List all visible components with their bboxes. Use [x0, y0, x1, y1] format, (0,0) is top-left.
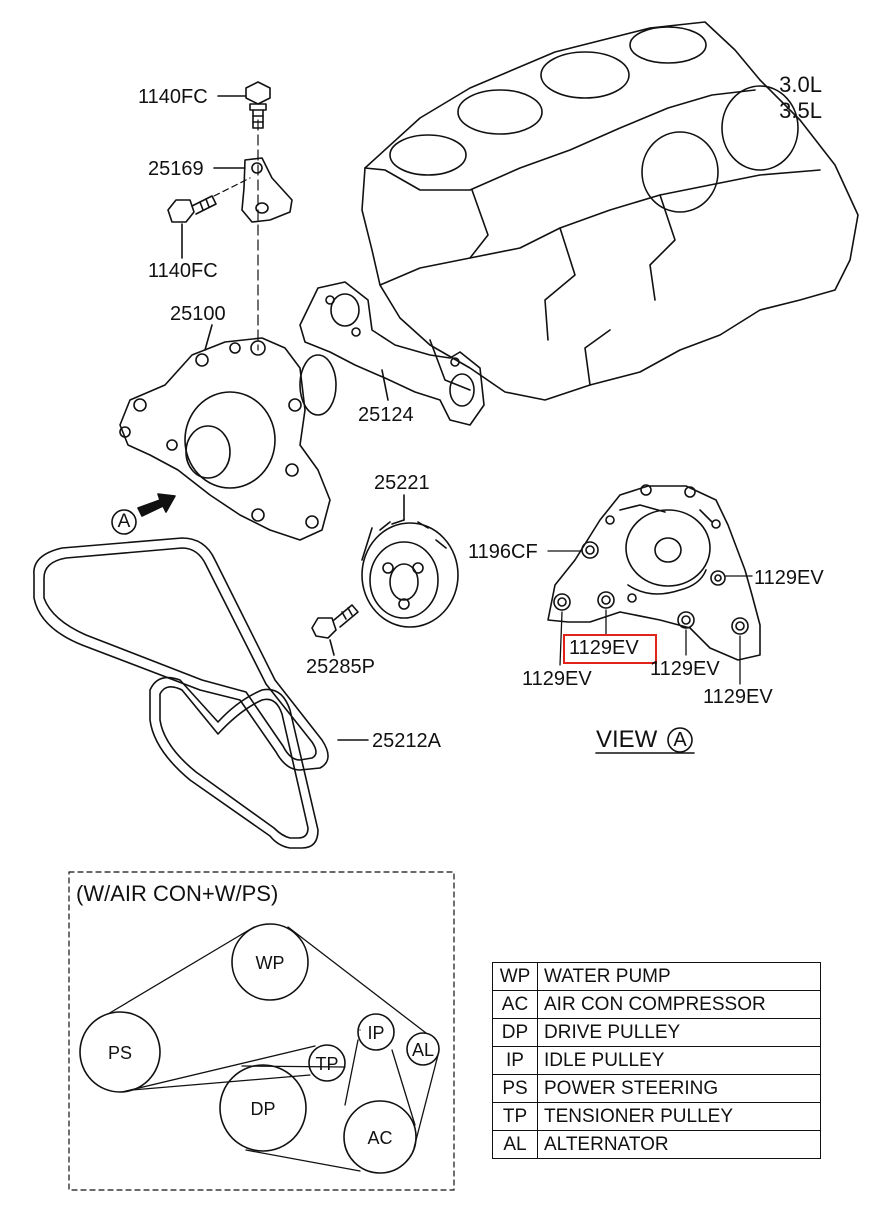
gasket-leader — [381, 369, 389, 401]
legend-row: IP IDLE PULLEY — [492, 1046, 821, 1075]
side-bolt — [167, 195, 217, 223]
part-label-gasket: 25124 — [358, 404, 414, 426]
part-label-water-pump: 25100 — [170, 303, 226, 325]
top-bolt — [245, 81, 271, 129]
view-a-label-right: 1129EV — [754, 567, 824, 589]
part-label-drive-belt: 25212A — [372, 730, 441, 752]
view-a-pump — [547, 484, 761, 661]
highlighted-part-box — [563, 634, 657, 664]
view-a-label-left-bottom: 1129EV — [522, 668, 592, 690]
pulley-legend-table: WP WATER PUMP AC AIR CON COMPRESSOR DP D… — [492, 962, 821, 1159]
pulley-label-al: AL — [411, 1040, 435, 1060]
water-pump-leader — [204, 324, 213, 351]
legend-abbr: WP — [492, 962, 538, 991]
legend-abbr: AL — [492, 1130, 538, 1159]
bracket — [241, 157, 293, 223]
view-a-title-text: VIEW — [596, 726, 658, 753]
view-a-label-plug: 1196CF — [468, 541, 538, 563]
belt-routing-path — [107, 926, 439, 1172]
legend-abbr: DP — [492, 1018, 538, 1047]
view-a-label-highlighted: 1129EV — [569, 637, 639, 659]
legend-abbr: TP — [492, 1102, 538, 1131]
legend-row: DP DRIVE PULLEY — [492, 1018, 821, 1047]
legend-row: PS POWER STEERING — [492, 1074, 821, 1103]
legend-desc: POWER STEERING — [537, 1074, 821, 1103]
legend-desc: DRIVE PULLEY — [537, 1018, 821, 1047]
pulley-label-ac: AC — [367, 1128, 393, 1148]
view-a-arrow-marker-circle — [111, 509, 137, 535]
legend-desc: IDLE PULLEY — [537, 1046, 821, 1075]
part-label-crank-pulley-bolt: 25285P — [306, 656, 375, 678]
view-a-marker: A — [673, 729, 687, 751]
legend-desc: WATER PUMP — [537, 962, 821, 991]
legend-row: TP TENSIONER PULLEY — [492, 1102, 821, 1131]
crank-pulley-bolt-leader — [329, 639, 335, 656]
legend-abbr: AC — [492, 990, 538, 1019]
view-a-leaders — [547, 550, 753, 685]
view-a-arrow-marker: A — [117, 511, 131, 532]
engine-variant-list: 3.0L 3.5L — [752, 72, 822, 124]
side-bolt-guide — [213, 177, 251, 197]
part-label-side-bolt: 1140FC — [148, 260, 218, 282]
part-label-crank-pulley: 25221 — [374, 472, 430, 494]
pulley-label-tp: TP — [315, 1054, 339, 1074]
view-a-marker-circle — [667, 727, 693, 753]
crank-pulley — [361, 519, 459, 628]
pulley-label-ps: PS — [107, 1043, 132, 1063]
crank-pulley-bolt — [311, 604, 359, 639]
pulley-label-dp: DP — [250, 1099, 276, 1119]
view-a-title: VIEW — [596, 726, 657, 754]
pulley-label-ip: IP — [367, 1023, 385, 1043]
legend-desc: TENSIONER PULLEY — [537, 1102, 821, 1131]
engine-block — [361, 21, 859, 401]
belt-routing-pulleys — [79, 923, 440, 1174]
legend-row: WP WATER PUMP — [492, 962, 821, 991]
drive-belt — [33, 537, 329, 849]
engine-variant-35l: 3.5L — [779, 98, 822, 123]
pulley-label-wp: WP — [255, 953, 285, 973]
view-a-label-right-bottom: 1129EV — [703, 686, 773, 708]
legend-desc: ALTERNATOR — [537, 1130, 821, 1159]
gasket — [299, 281, 485, 426]
engine-variant-30l: 3.0L — [779, 72, 822, 97]
part-label-top-bolt: 1140FC — [138, 86, 208, 108]
legend-desc: AIR CON COMPRESSOR — [537, 990, 821, 1019]
belt-routing-box — [68, 871, 455, 1191]
view-a-arrow — [137, 493, 176, 517]
water-pump — [119, 337, 337, 541]
view-a-label-mid-bottom: 1129EV — [650, 658, 720, 680]
belt-routing-title: (W/AIR CON+W/PS) — [76, 881, 279, 906]
legend-abbr: IP — [492, 1046, 538, 1075]
legend-abbr: PS — [492, 1074, 538, 1103]
legend-row: AL ALTERNATOR — [492, 1130, 821, 1159]
part-label-bracket: 25169 — [148, 158, 204, 180]
legend-row: AC AIR CON COMPRESSOR — [492, 990, 821, 1019]
